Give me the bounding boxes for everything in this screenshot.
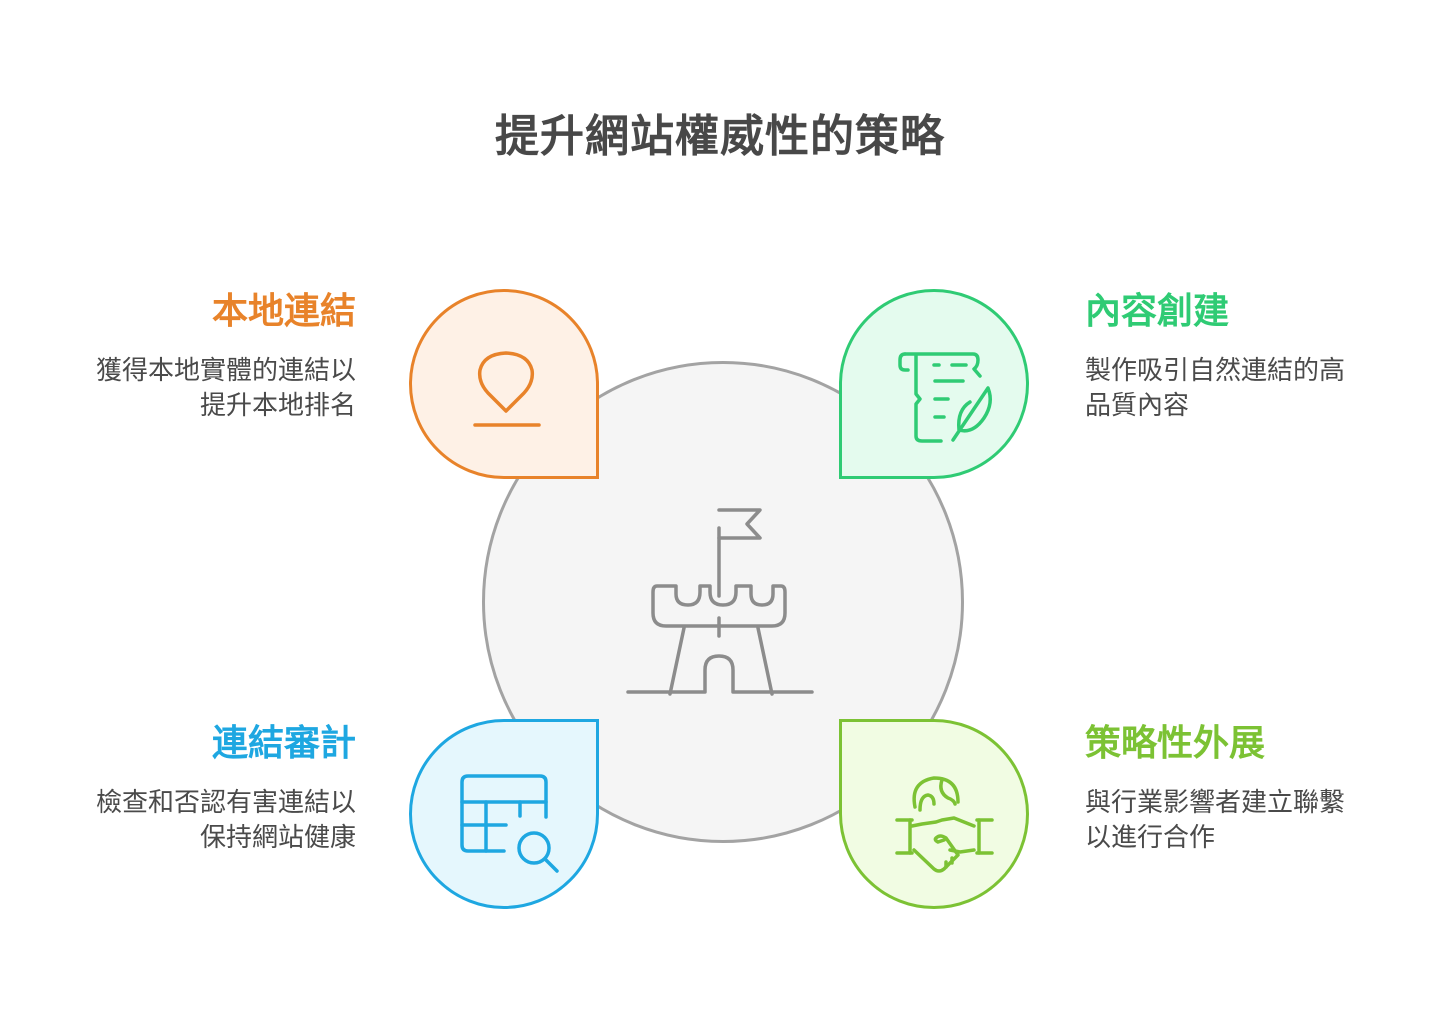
scroll-quill-icon	[898, 352, 992, 443]
strategic-outreach-node	[839, 719, 1029, 909]
content-creation-node	[839, 289, 1029, 479]
strategic-outreach-heading: 策略性外展	[1085, 723, 1266, 764]
castle-tower-flag-icon	[626, 508, 814, 696]
link-audit-heading: 連結審計	[211, 723, 356, 764]
local-links-label: 本地連結 獲得本地實體的連結以 提升本地排名	[36, 290, 356, 424]
map-pin-icon	[473, 351, 541, 427]
content-creation-description: 製作吸引自然連結的高 品質內容	[1085, 356, 1346, 421]
strategic-outreach-label: 策略性外展 與行業影響者建立聯繫 以進行合作	[1085, 722, 1405, 856]
link-audit-description: 檢查和否認有害連結以 保持網站健康	[95, 788, 356, 853]
content-creation-label: 內容創建 製作吸引自然連結的高 品質內容	[1085, 290, 1405, 424]
table-search-icon	[460, 774, 559, 873]
diagram-title: 提升網站權威性的策略	[495, 111, 945, 162]
local-links-description: 獲得本地實體的連結以 提升本地排名	[95, 356, 356, 421]
local-links-heading: 本地連結	[211, 291, 356, 332]
local-links-node	[409, 289, 599, 479]
globe-handshake-icon	[895, 776, 994, 873]
strategic-outreach-description: 與行業影響者建立聯繫 以進行合作	[1085, 788, 1346, 853]
link-audit-label: 連結審計 檢查和否認有害連結以 保持網站健康	[36, 722, 356, 856]
link-audit-node	[409, 719, 599, 909]
content-creation-heading: 內容創建	[1085, 291, 1230, 332]
